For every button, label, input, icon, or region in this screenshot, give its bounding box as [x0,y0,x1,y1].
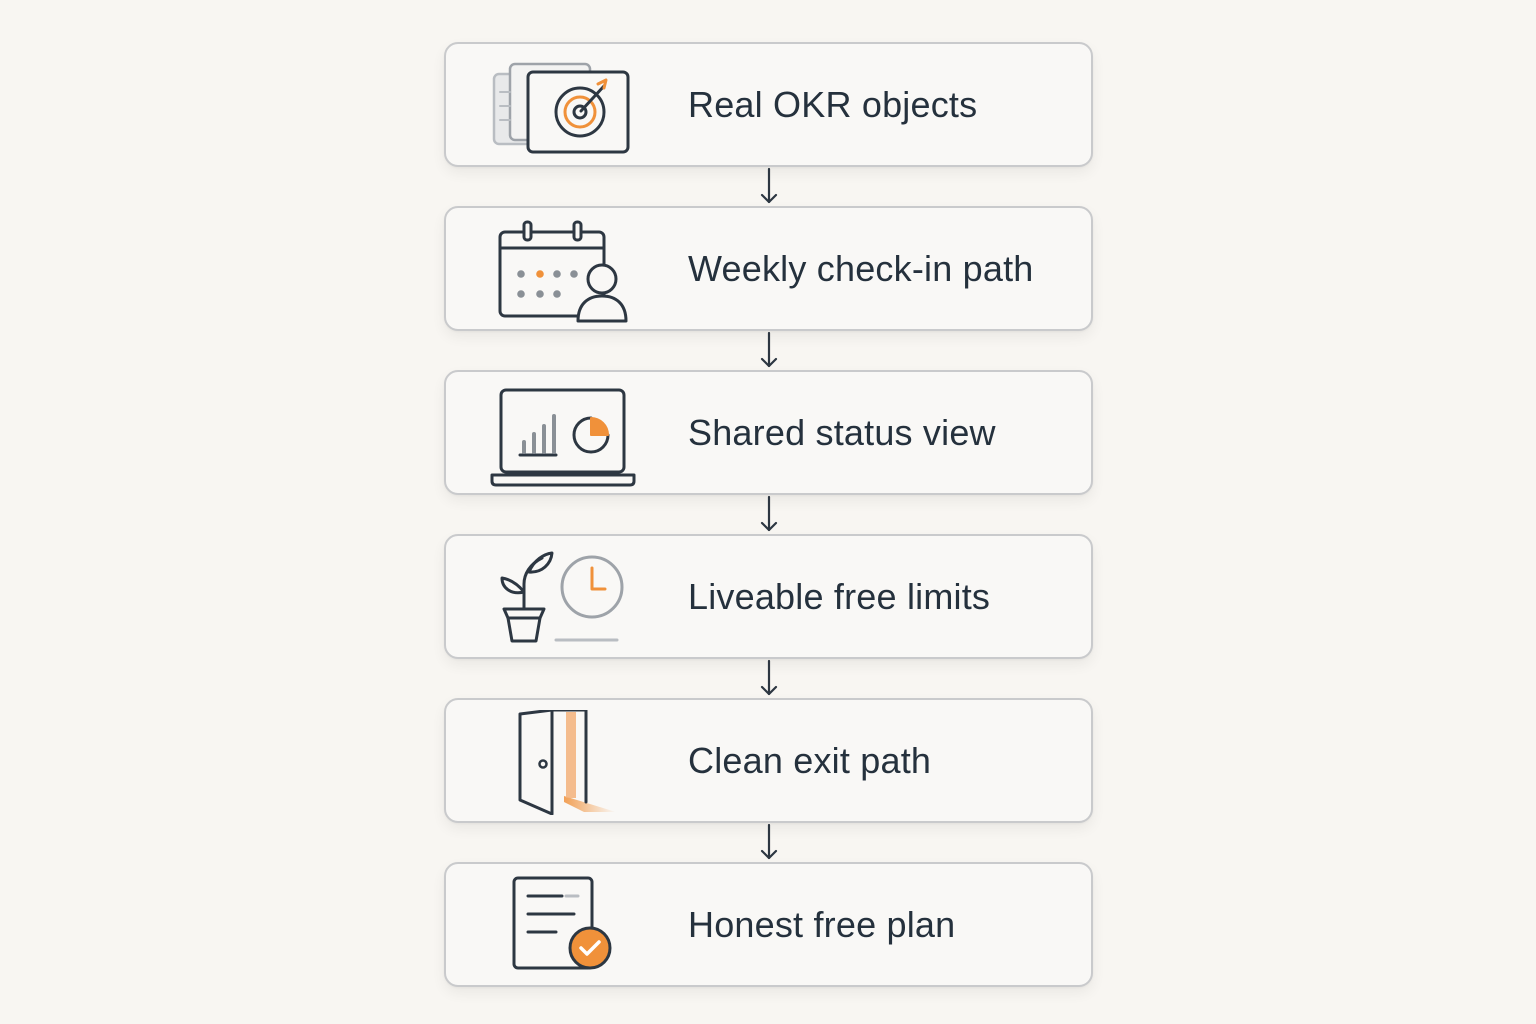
connector-arrow [444,331,1093,370]
plant-clock-icon [486,546,636,651]
connector-arrow [444,823,1093,862]
step-label: Shared status view [688,412,996,453]
step-label: Liveable free limits [688,576,991,617]
flow-diagram: Real OKR objects [444,42,1093,987]
step-label: Clean exit path [688,740,932,781]
laptop-chart-icon [486,382,636,487]
step-clean-exit-path: Clean exit path [444,698,1093,823]
connector-arrow [444,167,1093,206]
step-shared-status-view: Shared status view [444,370,1093,495]
target-card-icon [486,54,636,159]
step-weekly-check-in-path: Weekly check-in path [444,206,1093,331]
connector-arrow [444,659,1093,698]
calendar-person-icon [486,218,636,323]
step-liveable-free-limits: Liveable free limits [444,534,1093,659]
step-label: Weekly check-in path [688,248,1034,289]
open-door-icon [486,710,636,815]
connector-arrow [444,495,1093,534]
step-label: Real OKR objects [688,84,978,125]
step-label: Honest free plan [688,904,956,945]
step-honest-free-plan: Honest free plan [444,862,1093,987]
document-check-icon [486,874,636,979]
step-real-okr-objects: Real OKR objects [444,42,1093,167]
